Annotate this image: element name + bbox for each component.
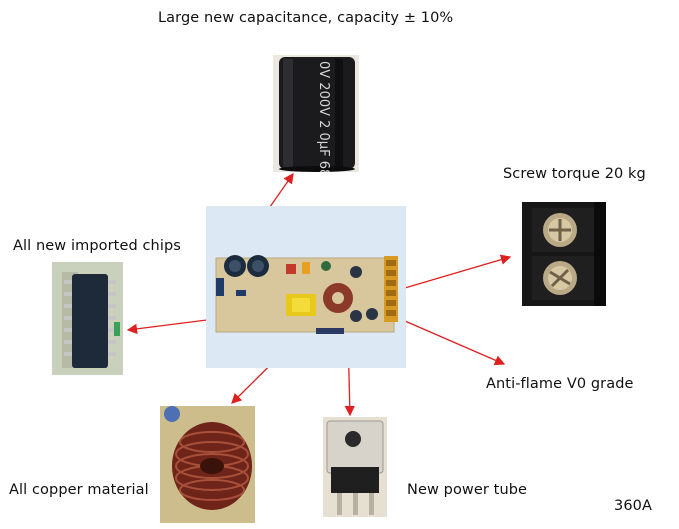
copper-label: All copper material [9, 482, 149, 498]
chips-label: All new imported chips [13, 238, 181, 254]
tube-label: New power tube [407, 482, 528, 498]
arrow-flame [397, 317, 506, 366]
arrow-terminal [397, 254, 512, 291]
chip-photo [52, 262, 123, 375]
capacitor-photo: 0V 200V 2 0μF 680μF 68 [273, 55, 359, 172]
capacitor-marking: 0V 200V 2 0μF 680μF 68 [316, 61, 331, 172]
copper-coil-photo [160, 406, 255, 523]
terminal-block-photo [522, 202, 606, 306]
torque-label: Screw torque 20 kg [503, 166, 646, 182]
power-tube-photo [323, 417, 387, 517]
flame-label: Anti-flame V0 grade [486, 376, 634, 392]
capacitance-label: Large new capacitance, capacity ± 10% [158, 10, 454, 26]
pcb-photo [206, 206, 406, 368]
model-label: 360A [614, 498, 652, 514]
